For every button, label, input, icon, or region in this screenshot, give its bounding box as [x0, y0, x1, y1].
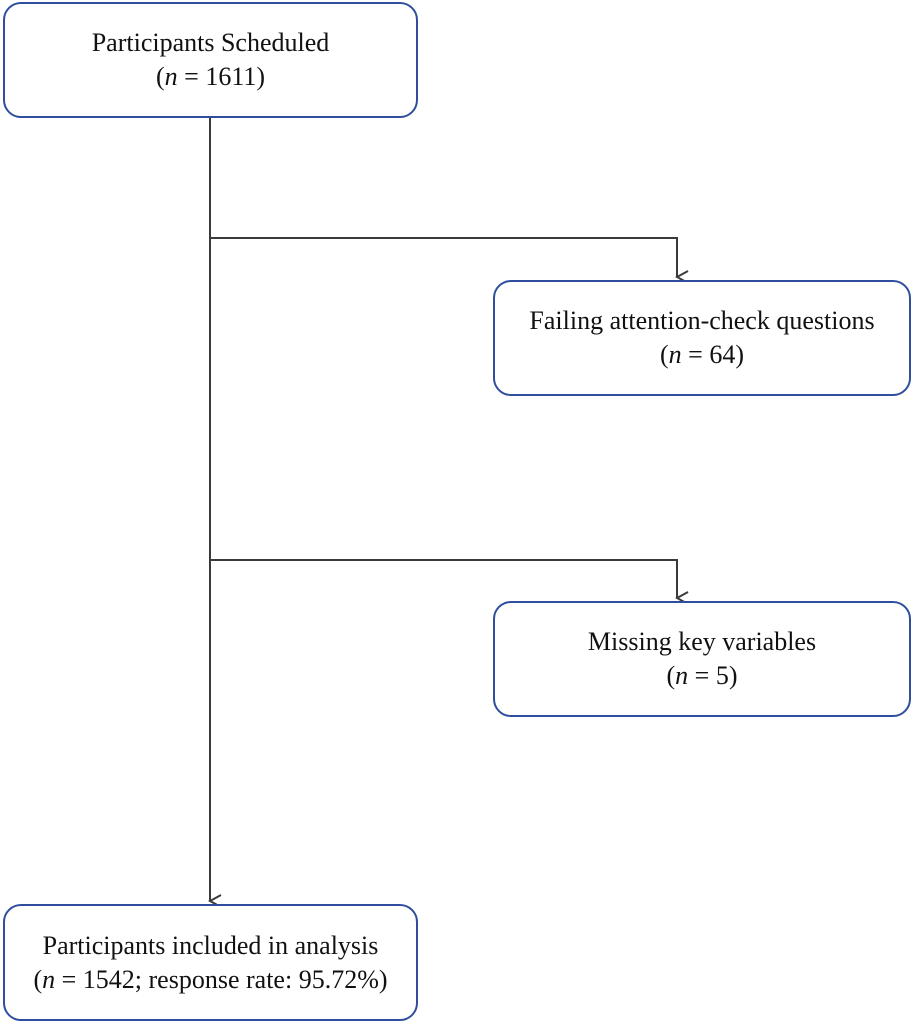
participants-scheduled-label: Participants Scheduled [91, 28, 330, 57]
missing-key-variables-box: Missing key variables (n = 5) [493, 601, 911, 717]
participants-scheduled-count: (n = 1611) [155, 62, 266, 91]
missing-branch-arrow [210, 559, 677, 598]
participants-scheduled-count-value: = 1611) [177, 62, 266, 91]
failing-attention-check-count-value: = 64) [681, 340, 744, 369]
missing-key-variables-label: Missing key variables [587, 627, 817, 656]
missing-key-variables-count: (n = 5) [666, 661, 738, 690]
participants-included-label: Participants included in analysis [42, 930, 379, 960]
attention-branch-arrow [210, 237, 677, 277]
participants-scheduled-box: Participants Scheduled (n = 1611) [3, 2, 418, 118]
n-symbol: n [675, 661, 689, 690]
n-symbol: n [164, 62, 178, 91]
failing-attention-check-box: Failing attention-check questions (n = 6… [493, 280, 911, 396]
n-symbol: n [42, 964, 56, 994]
participants-included-count-value: = 1542; response rate: 95.72%) [55, 964, 388, 994]
failing-attention-check-count: (n = 64) [660, 340, 744, 369]
failing-attention-check-label: Failing attention-check questions [529, 306, 875, 335]
n-symbol: n [668, 340, 682, 369]
participants-included-count: (n = 1542; response rate: 95.72%) [33, 964, 388, 994]
participants-included-box: Participants included in analysis (n = 1… [3, 904, 418, 1021]
missing-key-variables-count-value: = 5) [688, 661, 738, 690]
